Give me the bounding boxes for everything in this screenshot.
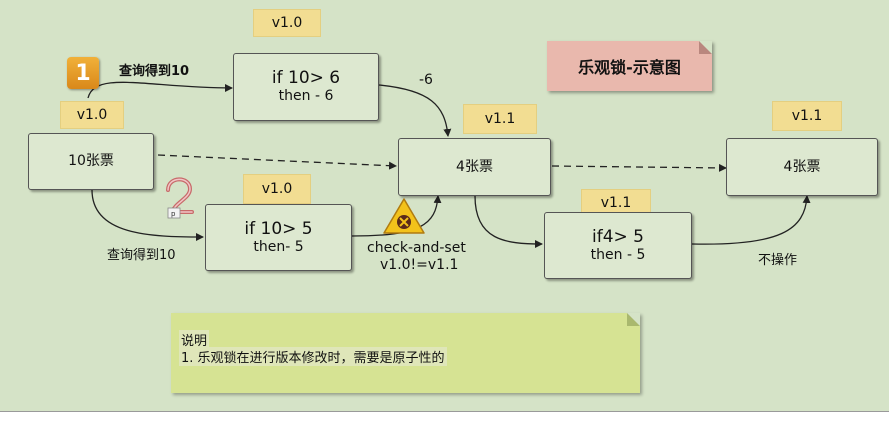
step-two-icon: p (166, 177, 194, 219)
check-top-action: then - 6 (278, 88, 334, 104)
version-tag-check-bottom: v1.0 (243, 174, 311, 204)
version-tag-end: v1.1 (772, 101, 842, 131)
svg-text:p: p (171, 210, 176, 218)
edge-check-right-to-end (691, 195, 811, 245)
node-mid: 4张票 (398, 138, 551, 196)
check-top-condition: if 10> 6 (271, 68, 341, 88)
version-tag-mid: v1.1 (463, 104, 537, 134)
step-one-label: 查询得到10 (119, 64, 190, 79)
warning-icon (383, 198, 425, 234)
edge-start-to-check-top (87, 81, 233, 99)
node-start: 10张票 (28, 133, 154, 190)
check-right-action: then - 5 (590, 246, 646, 263)
edge-start-to-mid-dashed (157, 154, 397, 170)
mid-label: 4张票 (456, 158, 493, 175)
edge-check-top-to-mid (378, 84, 452, 137)
legend-line-one: 1. 乐观锁在进行版本修改时，需要是原子性的 (179, 347, 447, 366)
end-label: 4张票 (783, 158, 821, 175)
diagram-title: 乐观锁-示意图 (578, 58, 681, 77)
edge-mid-to-check-right (474, 195, 543, 248)
node-check-right: if4> 5 then - 5 (544, 212, 692, 279)
node-check-top: if 10> 6 then - 6 (233, 53, 379, 121)
check-and-set-label: check-and-set (367, 240, 466, 256)
version-tag-check-right: v1.1 (581, 189, 651, 216)
bottom-divider (0, 411, 889, 412)
step-two-label: 查询得到10 (107, 248, 176, 263)
version-mismatch-label: v1.0!=v1.1 (380, 257, 459, 273)
step-one-icon: 1 (67, 57, 99, 89)
title-note: 乐观锁-示意图 (547, 41, 712, 91)
edges-layer (87, 81, 811, 248)
node-end: 4张票 (726, 138, 878, 196)
version-tag-start: v1.0 (60, 101, 124, 129)
start-label: 10张票 (68, 153, 114, 169)
version-tag-check-top: v1.0 (253, 9, 321, 37)
check-bottom-condition: if 10> 5 (244, 218, 313, 239)
no-operation-label: 不操作 (758, 253, 798, 268)
check-right-condition: if4> 5 (592, 226, 644, 247)
legend-note: 说明 1. 乐观锁在进行版本修改时，需要是原子性的 (171, 313, 640, 393)
legend-heading: 说明 (179, 330, 210, 349)
legend-note-fold (627, 313, 640, 326)
minus-six-label: -6 (419, 72, 433, 88)
edge-start-to-check-bottom (91, 189, 204, 241)
title-note-fold (699, 41, 712, 54)
edge-mid-to-end-dashed (551, 163, 727, 172)
check-bottom-action: then- 5 (253, 238, 304, 255)
node-check-bottom: if 10> 5 then- 5 (205, 204, 352, 271)
